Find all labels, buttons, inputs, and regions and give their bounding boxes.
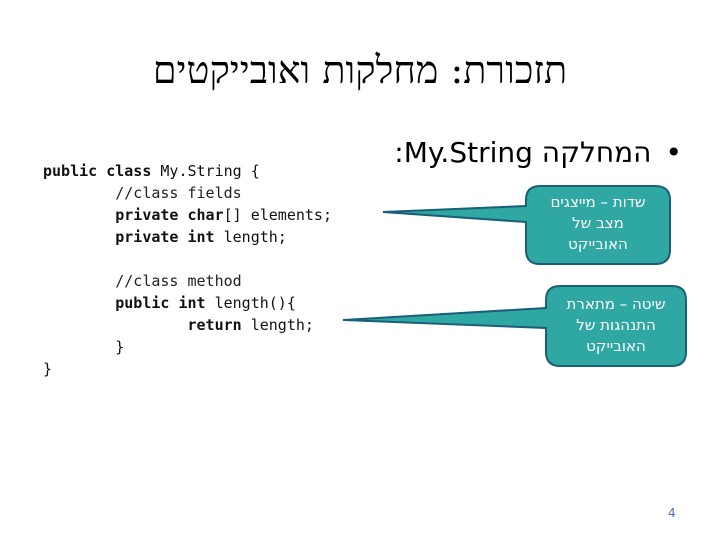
fields-callout-shape: [382, 185, 671, 265]
bullet-suffix: :: [394, 136, 404, 169]
code-text: [] elements;: [223, 206, 332, 224]
bullet-class-name: My.String: [403, 136, 533, 169]
code-keyword: class: [106, 162, 152, 180]
code-text: My.String {: [160, 162, 260, 180]
method-callout-line: התנהגות של: [576, 316, 656, 334]
fields-callout-line: האובייקט: [568, 235, 628, 253]
method-callout-shape: [342, 285, 687, 367]
code-text: length;: [250, 316, 314, 334]
fields-callout-line: שדות – מייצגים: [550, 193, 646, 211]
code-type: char: [187, 206, 224, 224]
code-type: int: [187, 228, 215, 246]
code-text: length(){: [214, 294, 296, 312]
fields-callout-line: מצב של: [572, 214, 624, 232]
code-comment: //class method: [115, 272, 242, 290]
code-keyword: private: [115, 206, 179, 224]
code-block: public class My.String { //class fields …: [43, 160, 332, 380]
code-text: length;: [223, 228, 287, 246]
method-callout-line: האובייקט: [586, 337, 646, 355]
code-type: int: [178, 294, 206, 312]
code-keyword: public: [115, 294, 170, 312]
page-number: 4: [668, 506, 676, 520]
code-keyword: public: [43, 162, 98, 180]
code-keyword: private: [115, 228, 179, 246]
bullet-prefix: המחלקה: [541, 136, 652, 169]
code-text: }: [43, 360, 53, 378]
method-callout-line: שיטה – מתארת: [566, 295, 666, 313]
fields-callout-text: שדות – מייצגים מצב של האובייקט: [528, 192, 668, 255]
slide-title: תזכורת: מחלקות ואובייקטים: [152, 48, 568, 92]
code-comment: //class fields: [115, 184, 242, 202]
bullet-dot-icon: •: [665, 136, 682, 169]
bullet-heading: • המחלקה My.String:: [394, 136, 682, 169]
method-callout-text: שיטה – מתארת התנהגות של האובייקט: [548, 294, 684, 357]
code-text: }: [115, 338, 125, 356]
code-keyword: return: [187, 316, 242, 334]
